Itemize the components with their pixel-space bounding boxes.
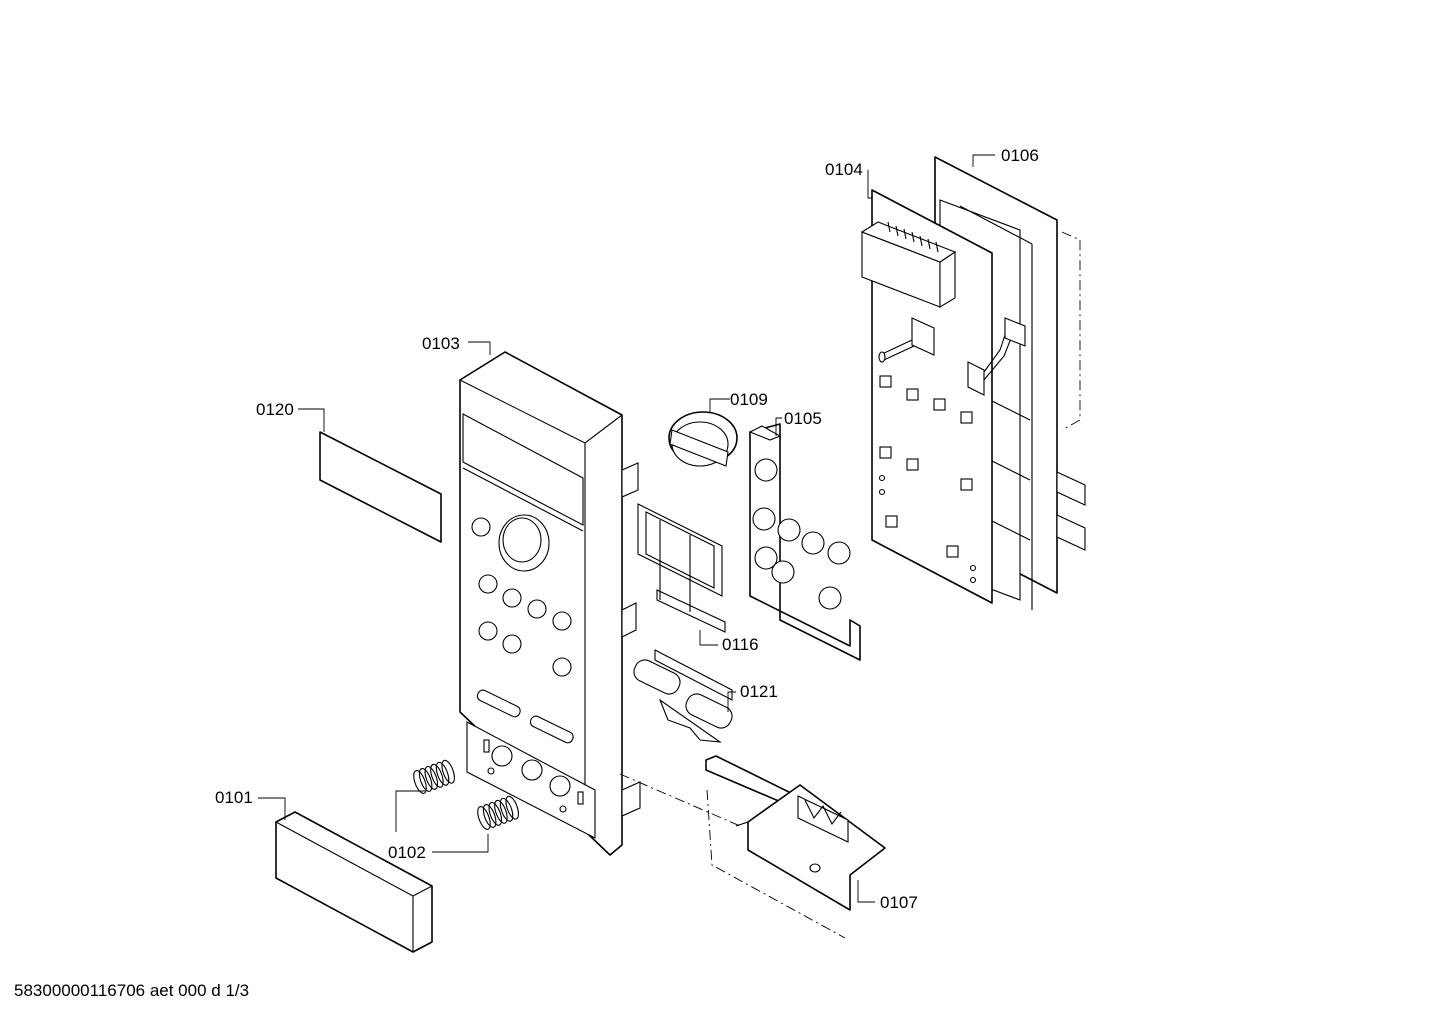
callout-0105: 0105 [784,409,822,428]
part-0104-circuit-board [860,189,1026,604]
part-0121-key-caps [633,649,733,743]
part-0103-control-fascia [459,351,641,856]
callout-0109: 0109 [730,390,768,409]
part-0101-door-button [275,811,433,953]
callout-labels: 0120 0103 0101 0102 0104 0106 0109 0105 … [215,146,1039,912]
part-0109-rotary-knob [668,411,738,467]
callout-0116: 0116 [722,635,759,654]
callout-0121: 0121 [740,682,778,701]
callout-0102: 0102 [388,843,426,862]
part-0107-release-lever [619,755,886,939]
part-0102-springs [413,759,519,830]
callout-0104: 0104 [825,160,863,179]
callout-0107: 0107 [880,893,918,912]
part-0105-keypad-carrier [748,423,861,661]
part-0120-display-window [319,431,442,543]
callout-0103: 0103 [422,334,460,353]
leader-lines [258,154,995,903]
drawing-reference-number: 58300000116706 aet 000 d 1/3 [14,981,250,1000]
part-0116-button-frame [637,503,726,633]
callout-0120: 0120 [256,400,294,419]
callout-0101: 0101 [215,788,253,807]
callout-0106: 0106 [1001,146,1039,165]
